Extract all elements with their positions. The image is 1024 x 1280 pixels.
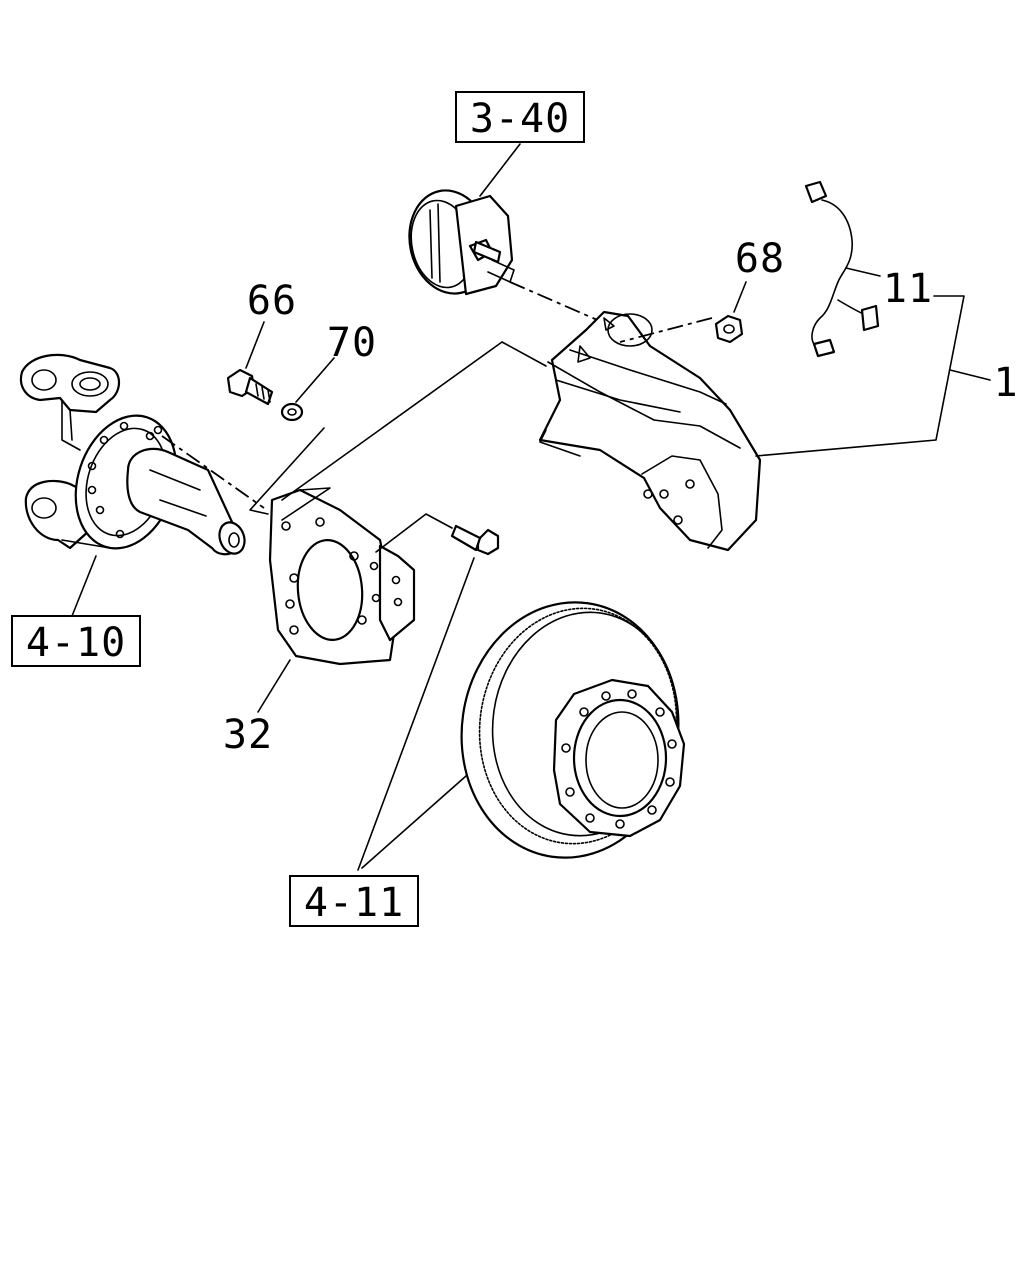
- callout-70: 70: [327, 320, 377, 366]
- leader-3-40: [479, 143, 521, 197]
- bolt-66-drawing: [226, 368, 274, 406]
- rotor-bolt-drawing: [375, 513, 500, 556]
- callout-1: 1: [993, 360, 1018, 406]
- steering-knuckle-drawing: [19, 353, 246, 617]
- leader-bracket-caliper: [281, 341, 547, 501]
- alignment-line-knuckle: [161, 435, 265, 509]
- callout-box-4-10: [11, 615, 141, 667]
- callout-32: 32: [223, 712, 273, 758]
- callout-66: 66: [247, 278, 297, 324]
- alignment-line-nut: [619, 317, 713, 343]
- leader-70: [295, 357, 335, 403]
- nut-68-drawing: [714, 314, 744, 344]
- wear-sensor-11-drawing: [804, 180, 880, 358]
- callout-3-40: 3-40: [470, 96, 570, 142]
- leader-1: [755, 295, 991, 457]
- alignment-line-washer: [249, 427, 325, 515]
- callout-box-4-11: [289, 875, 419, 927]
- callout-68: 68: [735, 236, 785, 282]
- washer-70-drawing: [280, 402, 304, 422]
- alignment-line-chamber: [509, 281, 603, 323]
- leader-66: [245, 321, 265, 369]
- leader-68: [733, 281, 747, 313]
- callout-4-10: 4-10: [26, 620, 126, 666]
- brake-chamber-drawing: [408, 189, 515, 296]
- leader-rotor-4-11: [361, 775, 467, 869]
- brake-rotor-drawing: [460, 601, 686, 859]
- leader-11: [845, 267, 881, 277]
- callout-11: 11: [883, 266, 933, 312]
- leader-32: [257, 659, 291, 713]
- caliper-assembly-drawing: [538, 310, 762, 552]
- callout-4-11: 4-11: [304, 880, 404, 926]
- caliper-bracket-32-drawing: [268, 487, 416, 666]
- leader-bolt-4-11: [357, 557, 475, 871]
- callout-box-3-40: [455, 91, 585, 143]
